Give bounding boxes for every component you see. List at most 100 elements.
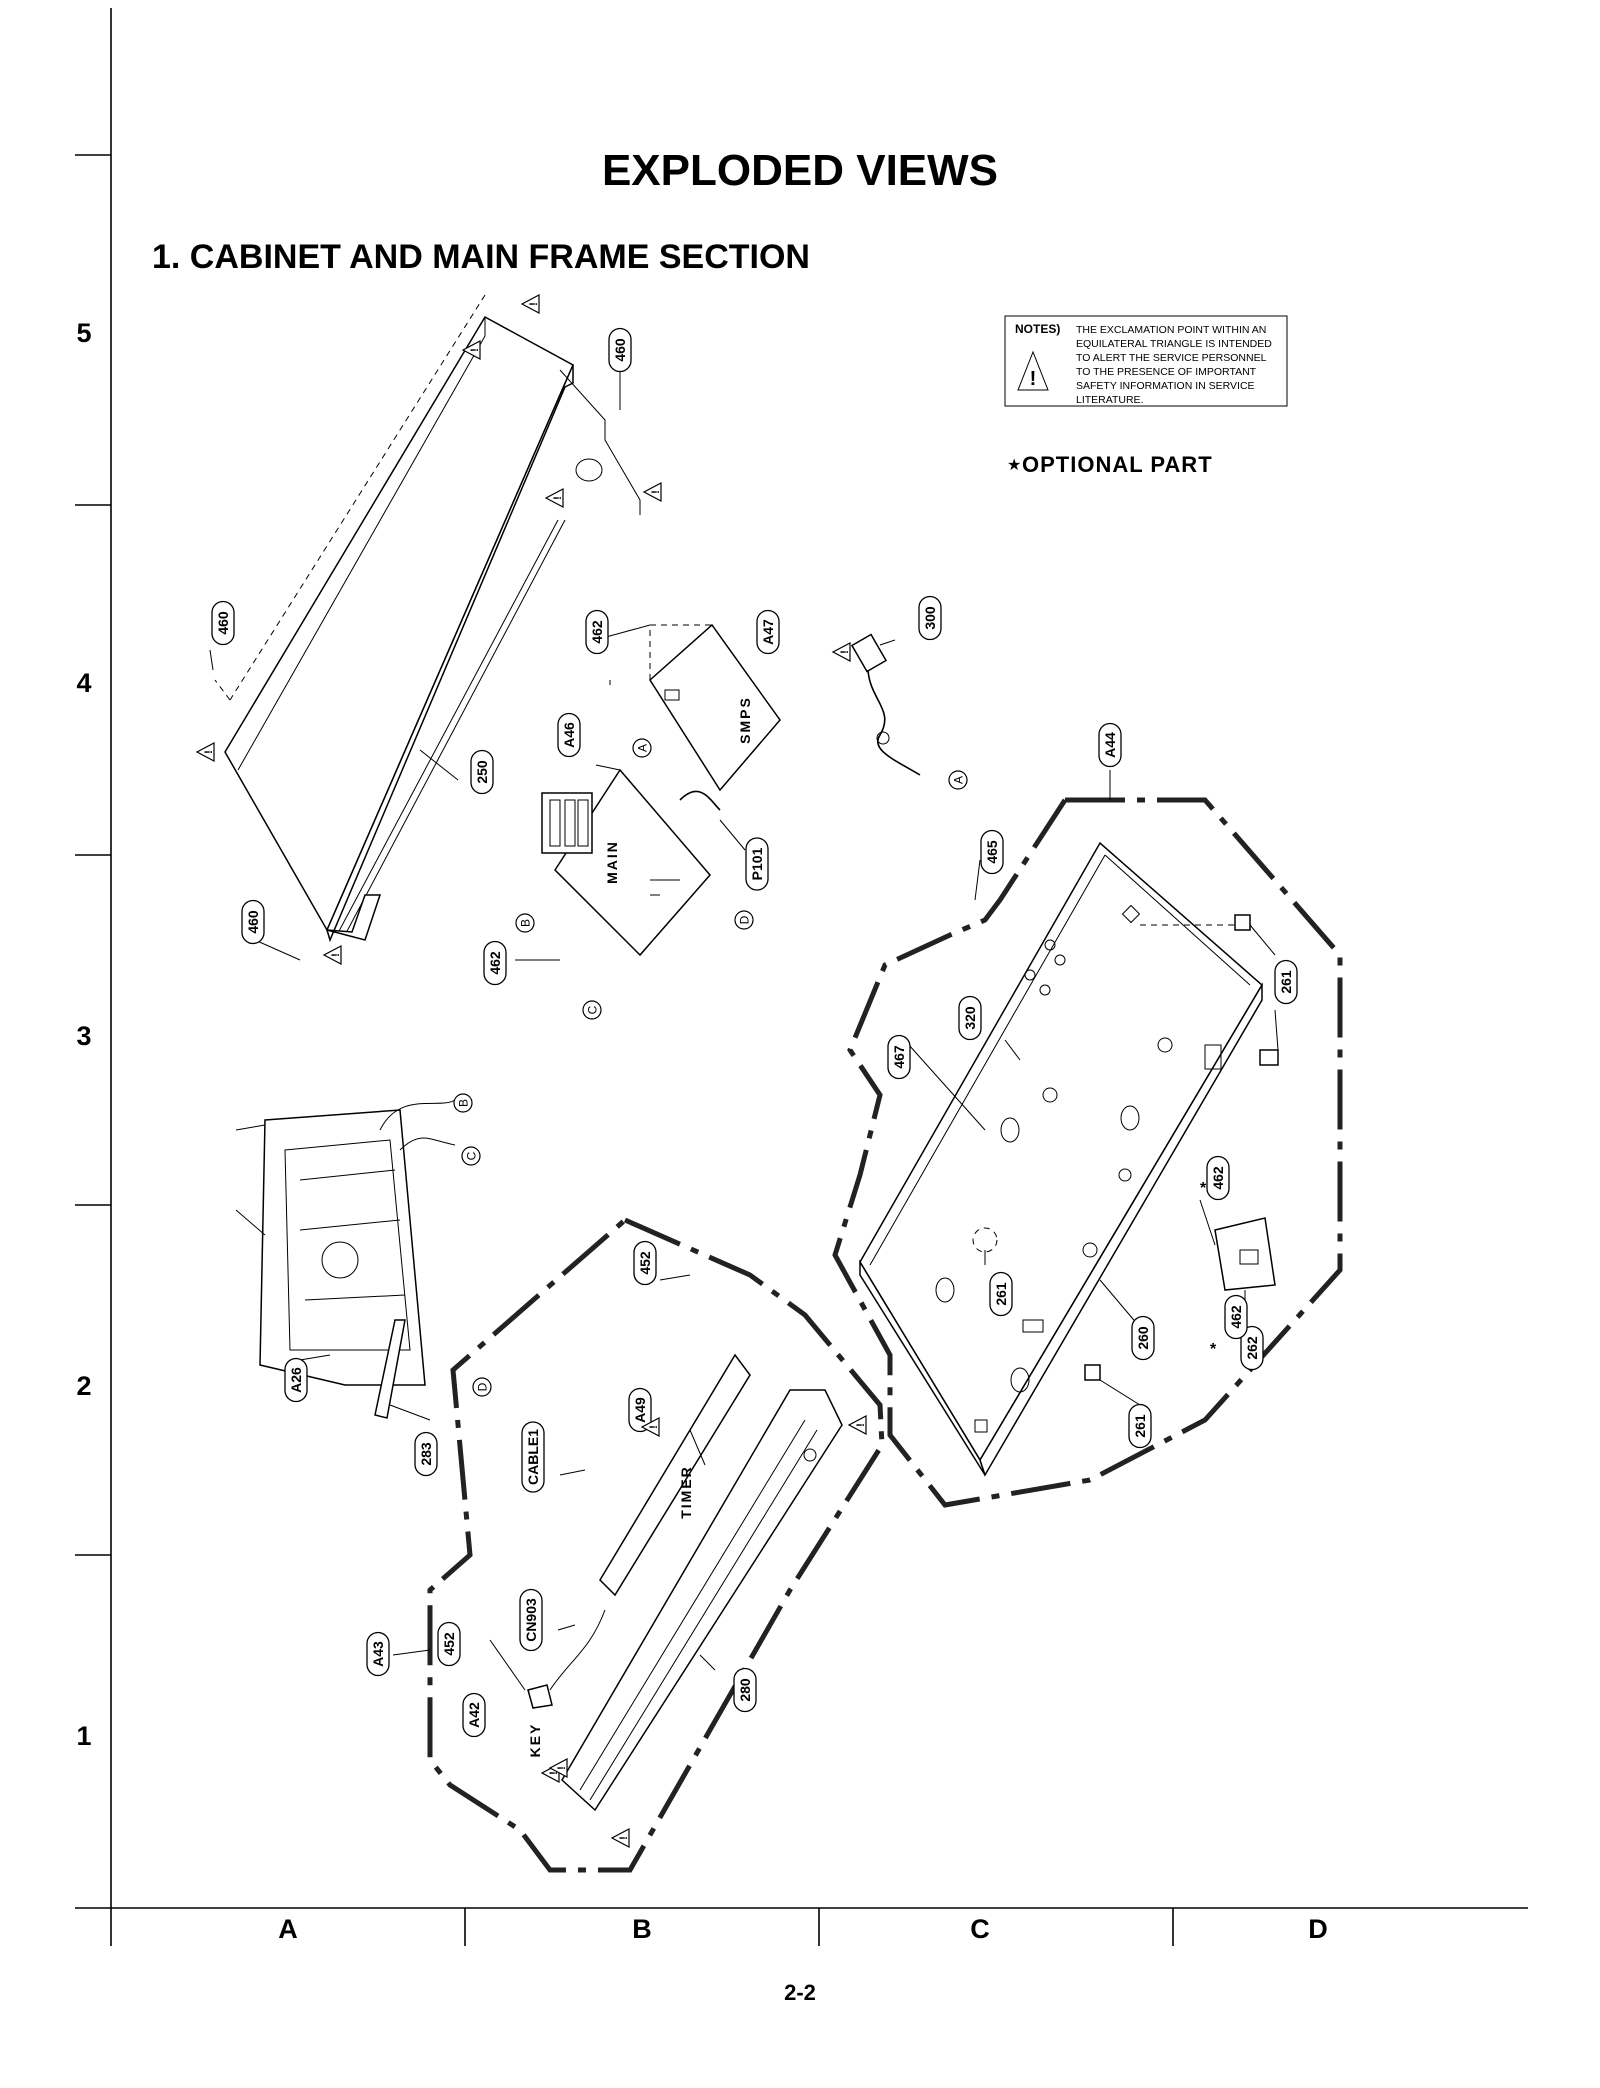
connector-letter: C <box>586 1005 600 1014</box>
connector-letter: C <box>465 1151 479 1160</box>
part-label-text: 460 <box>245 910 261 934</box>
optional-star-icon: * <box>1210 1341 1217 1358</box>
part-label-text: A44 <box>1102 732 1118 758</box>
part-label: 452 <box>437 1621 461 1667</box>
svg-text:!: ! <box>552 496 564 500</box>
notes-line-3: TO ALERT THE SERVICE PERSONNEL <box>1076 352 1267 364</box>
part-label: A43 <box>366 1631 390 1677</box>
warning-marks: !!!!!!!!!!!! <box>195 294 867 1848</box>
warning-triangle-icon: ! <box>195 742 215 762</box>
notes-line-6: LITERATURE. <box>1076 394 1143 406</box>
part-label-text: SMPS <box>737 696 753 744</box>
part-label: 460 <box>608 327 632 373</box>
part-label-text: KEY <box>527 1723 543 1758</box>
col-label-c: C <box>970 1914 990 1944</box>
section-title: 1. CABINET AND MAIN FRAME SECTION <box>152 238 810 276</box>
part-label-text: 250 <box>474 760 490 784</box>
notes-line-2: EQUILATERAL TRIANGLE IS INTENDED <box>1076 338 1272 350</box>
notes-line-5: SAFETY INFORMATION IN SERVICE <box>1076 380 1255 392</box>
part-label-text: 261 <box>1278 970 1294 994</box>
connector-letter: B <box>457 1099 471 1107</box>
part-label: 262 <box>1240 1325 1264 1371</box>
part-label: 460 <box>211 600 235 646</box>
connector-letter: A <box>636 744 650 752</box>
part-label-text: A26 <box>288 1367 304 1393</box>
warning-triangle-icon: ! <box>461 340 481 360</box>
part-label: A49 <box>628 1387 652 1433</box>
part-label: CN903 <box>519 1588 543 1652</box>
connector-marker: B <box>453 1093 473 1113</box>
part-label-text: 465 <box>984 840 1000 864</box>
part-label-text: A43 <box>370 1641 386 1667</box>
svg-text:!: ! <box>469 348 481 352</box>
notes-line-1: THE EXCLAMATION POINT WITHIN AN <box>1076 324 1266 336</box>
part-label: A47 <box>756 609 780 655</box>
row-label-3: 3 <box>76 1021 91 1051</box>
part-label: A26 <box>284 1357 308 1403</box>
warning-triangle-icon: ! <box>520 294 540 314</box>
part-label-text: 320 <box>962 1006 978 1030</box>
connector-marker: C <box>461 1146 481 1166</box>
part-label: 462 <box>1206 1155 1230 1201</box>
col-label-d: D <box>1308 1914 1328 1944</box>
svg-text:!: ! <box>528 302 540 306</box>
tray-cover <box>374 1319 406 1419</box>
part-label: 261 <box>1128 1403 1152 1449</box>
side-bracket <box>1214 1217 1276 1291</box>
part-label: 250 <box>470 749 494 795</box>
part-label-text: 452 <box>441 1632 457 1656</box>
part-label: 452 <box>633 1240 657 1286</box>
connector-marker: A <box>632 738 652 758</box>
connector-callouts: A A B B C C D D <box>453 738 968 1397</box>
connector-marker: B <box>515 913 535 933</box>
top-cover <box>214 294 641 943</box>
part-label: SMPS <box>737 696 753 744</box>
row-label-5: 5 <box>76 318 91 348</box>
col-label-b: B <box>632 1914 652 1944</box>
svg-text:!: ! <box>1030 368 1037 390</box>
part-label-text: 462 <box>1210 1166 1226 1190</box>
part-label-text: P101 <box>749 847 765 880</box>
warning-triangle-icon: ! <box>831 642 851 662</box>
main-chassis <box>859 841 1279 1477</box>
connector-letter: D <box>738 915 752 924</box>
part-label: A44 <box>1098 722 1122 768</box>
svg-text:!: ! <box>839 650 851 654</box>
svg-text:!: ! <box>548 1771 560 1775</box>
part-label-text: 261 <box>1132 1414 1148 1438</box>
part-label-text: 280 <box>737 1678 753 1702</box>
part-label: 300 <box>918 595 942 641</box>
optional-part-label: OPTIONAL PART <box>1022 452 1213 477</box>
notes-box: NOTES) THE EXCLAMATION POINT WITHIN AN E… <box>1004 315 1288 407</box>
part-label: 260 <box>1131 1315 1155 1361</box>
main-board <box>541 768 721 957</box>
connector-marker: C <box>582 1000 602 1020</box>
svg-text:!: ! <box>203 750 215 754</box>
part-label-text: 262 <box>1244 1336 1260 1360</box>
part-label-text: 452 <box>637 1251 653 1275</box>
connector-letter: D <box>476 1382 490 1391</box>
smps-board <box>649 623 781 792</box>
connector-marker: A <box>948 770 968 790</box>
svg-text:!: ! <box>618 1836 630 1840</box>
notes-line-4: TO THE PRESENCE OF IMPORTANT <box>1076 366 1257 378</box>
svg-text:!: ! <box>648 1425 660 1429</box>
part-label-text: A46 <box>561 722 577 748</box>
part-label: 283 <box>414 1431 438 1477</box>
part-label-text: A47 <box>760 619 776 645</box>
connector-letter: A <box>952 776 966 784</box>
part-label-text: 261 <box>993 1282 1009 1306</box>
group-outlines <box>427 797 1343 1873</box>
row-ticks <box>75 154 111 1556</box>
connector-marker: D <box>734 910 754 930</box>
row-label-4: 4 <box>76 668 91 698</box>
part-label: CABLE1 <box>521 1421 545 1493</box>
part-label: 280 <box>733 1667 757 1713</box>
svg-text:!: ! <box>855 1423 867 1427</box>
col-label-a: A <box>278 1914 298 1944</box>
part-label: MAIN <box>604 840 620 884</box>
page-title: EXPLODED VIEWS <box>602 146 998 195</box>
part-label-text: 467 <box>891 1045 907 1069</box>
